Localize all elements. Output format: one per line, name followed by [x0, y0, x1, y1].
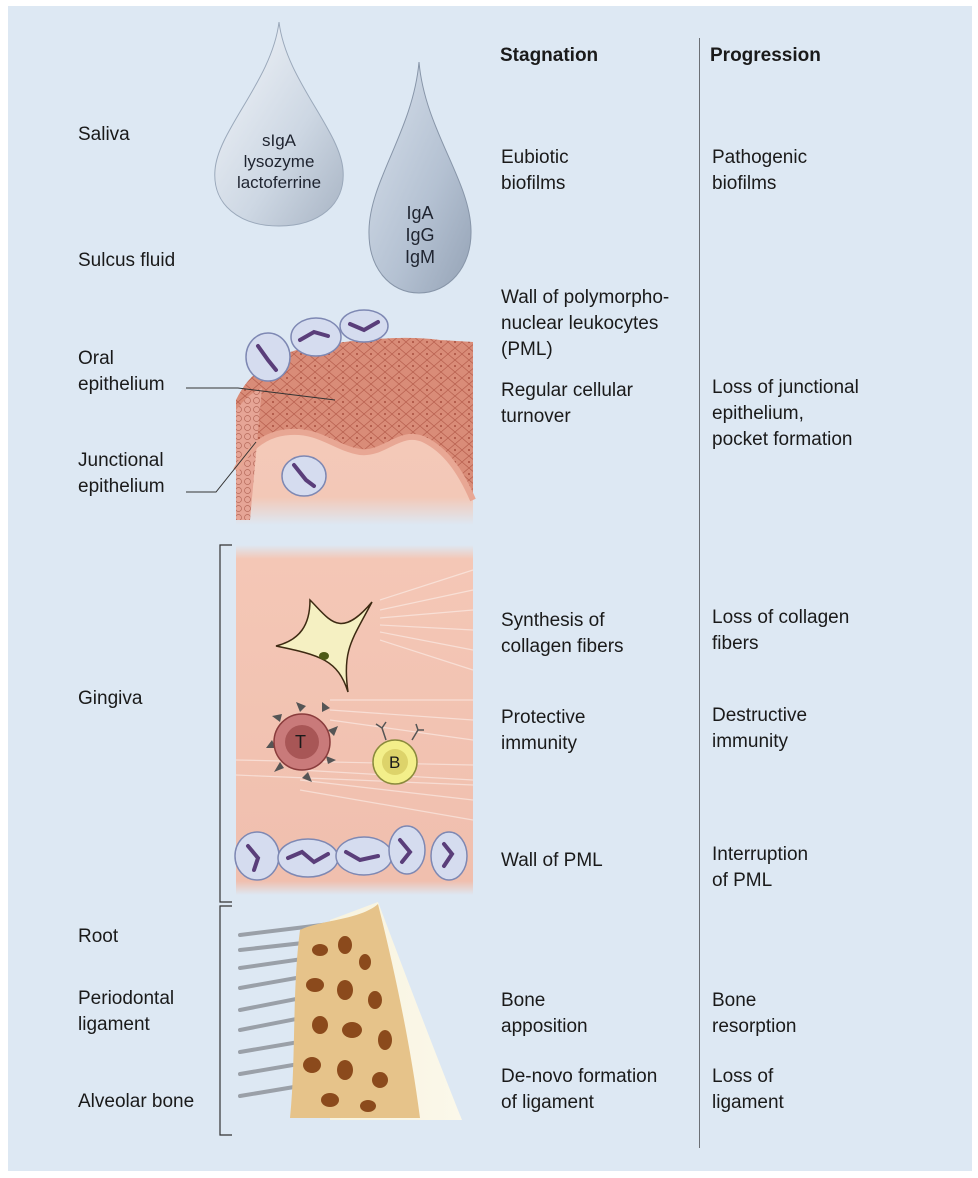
stagnation-biofilms: Eubioticbiofilms	[501, 145, 569, 197]
periodontal-ligament-label: Periodontalligament	[78, 986, 174, 1038]
saliva-label: Saliva	[78, 122, 130, 148]
t-cell-label: T	[295, 729, 306, 755]
stagnation-pml-wall: Wall of polymorpho-nuclear leukocytes(PM…	[501, 285, 669, 363]
column-divider	[699, 38, 700, 1148]
stagnation-turnover: Regular cellularturnover	[501, 378, 633, 430]
sulcus-fluid-label: Sulcus fluid	[78, 248, 175, 274]
saliva-drop-text: sIgAlysozymelactoferrine	[229, 130, 329, 193]
oral-epithelium-label: Oralepithelium	[78, 346, 165, 398]
sulcus-drop-text: IgAIgGIgM	[380, 202, 460, 268]
progression-collagen: Loss of collagenfibers	[712, 605, 849, 657]
root-label: Root	[78, 924, 118, 950]
progression-pml: Interruptionof PML	[712, 842, 808, 894]
progression-bone: Boneresorption	[712, 988, 797, 1040]
stagnation-header: Stagnation	[500, 45, 598, 67]
saliva-drop-icon	[215, 22, 343, 226]
stagnation-wall-pml: Wall of PML	[501, 848, 603, 874]
stagnation-immunity: Protectiveimmunity	[501, 705, 585, 757]
bone-illustration	[240, 902, 462, 1120]
periodontium-bracket	[220, 906, 232, 1135]
progression-immunity: Destructiveimmunity	[712, 703, 807, 755]
stagnation-collagen: Synthesis ofcollagen fibers	[501, 608, 624, 660]
progression-junctional: Loss of junctionalepithelium,pocket form…	[712, 375, 859, 453]
junctional-epithelium-label: Junctionalepithelium	[78, 448, 165, 500]
stagnation-ligament: De-novo formationof ligament	[501, 1064, 657, 1116]
gingiva-label: Gingiva	[78, 686, 142, 712]
progression-header: Progression	[710, 45, 821, 67]
b-cell-label: B	[389, 750, 400, 776]
gingiva-bracket	[220, 545, 232, 902]
stagnation-bone: Boneapposition	[501, 988, 588, 1040]
progression-ligament: Loss ofligament	[712, 1064, 784, 1116]
alveolar-bone-label: Alveolar bone	[78, 1089, 194, 1115]
progression-biofilms: Pathogenicbiofilms	[712, 145, 807, 197]
